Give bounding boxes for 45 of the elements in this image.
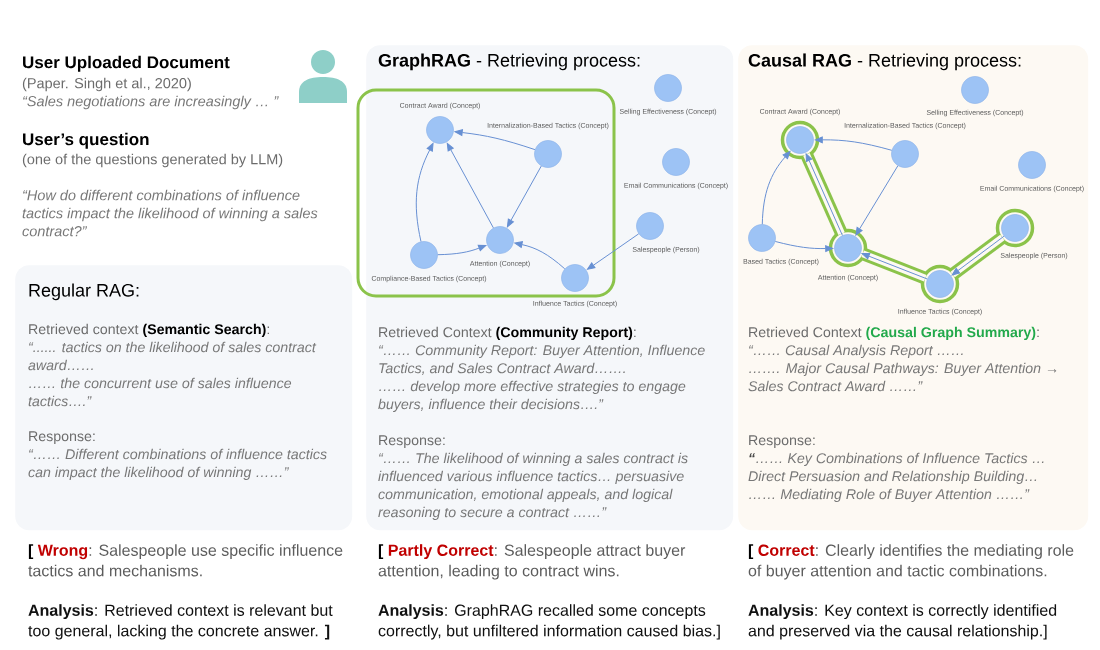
quote-text: …… the concurrent use of sales influence tactics….”	[28, 377, 292, 407]
arrow	[415, 143, 434, 243]
quote-text: ……. Major Causal Pathways: Buyer Attention → Sales Contract Award ……”	[748, 362, 1057, 392]
arrow	[855, 165, 899, 236]
verdict-text: [ Wrong: Salespeople use specific influence tactics and mechanisms.	[28, 544, 343, 577]
context-label: Retrieved Context (Community Report):	[379, 326, 636, 341]
analysis-text: Analysis: GraphRAG recalled some concepts correctly, but unfiltered information caused bias.]	[378, 604, 720, 640]
panel-heading: Causal RAG - Retrieving process:	[748, 53, 1021, 71]
quote-text: “…… Key Combinations of Influence Tactics … Direct Persuasion and Relationship Building…	[748, 452, 1044, 485]
response-label: Response:	[29, 431, 95, 445]
arrow	[514, 241, 566, 270]
response-label: Response:	[379, 435, 445, 449]
panel-heading: GraphRAG - Retrieving process:	[378, 53, 640, 71]
quote-text: “Sales negotiations are increasingly … ”	[23, 95, 279, 110]
highlighted-arrow	[860, 247, 928, 285]
arrow	[774, 241, 834, 252]
quote-text: “How do different combinations of influence tactics impact the likelihood of winning a sales contract?”	[22, 189, 318, 237]
heading: User Uploaded Document	[23, 55, 230, 72]
quote-text: “…… The likelihood of winning a sales contract is influenced various influence tactics… persuasive communication, emotional appeals, and logical reasoning to secure a contract ……”	[378, 452, 688, 521]
panel-heading: Regular RAG:	[29, 283, 139, 301]
quote-text: “…… Causal Analysis Report ……	[749, 344, 963, 359]
note-text: (one of the questions generated by LLM)	[22, 153, 283, 168]
arrow	[437, 244, 487, 256]
context-label: Retrieved context (Semantic Search):	[29, 323, 269, 338]
verdict-text: [ Correct: Clearly identifies the mediating role of buyer attention and tactic combinations.	[748, 544, 1074, 580]
note-text: (Paper. Singh et al., 2020)	[22, 77, 191, 92]
heading: User’s question	[23, 132, 149, 149]
verdict-text: [ Partly Correct: Salespeople attract buyer attention, leading to contract wins.	[378, 544, 686, 580]
arrow	[761, 150, 791, 225]
arrow	[814, 136, 893, 151]
quote-text: “...... tactics on the likelihood of sales contract award……	[28, 341, 317, 371]
analysis-text: Analysis: Key context is correctly identified and preserved via the causal relationship.]	[748, 604, 1057, 640]
analysis-text: Analysis: Retrieved context is relevant but too general, lacking the concrete answer. ]	[28, 604, 333, 640]
highlighted-arrow	[800, 151, 848, 237]
quote-text: …… develop more effective strategies to engage buyers, influence their decisions….”	[378, 380, 686, 413]
response-label: Response:	[749, 435, 815, 449]
highlighted-arrow	[948, 232, 1007, 280]
quote-text: “…… Different combinations of influence tactics can impact the likelihood of winning ……”	[28, 448, 327, 481]
arrow	[587, 233, 640, 270]
quote-text: “…… Community Report: Buyer Attention, Influence Tactics, and Sales Contract Award…….	[379, 344, 705, 375]
arrow	[446, 142, 494, 229]
arrow	[506, 165, 542, 228]
arrow	[454, 129, 536, 151]
quote-text: …… Mediating Role of Buyer Attention ……”	[749, 488, 1030, 503]
context-label: Retrieved Context (Causal Graph Summary):	[749, 326, 1039, 341]
